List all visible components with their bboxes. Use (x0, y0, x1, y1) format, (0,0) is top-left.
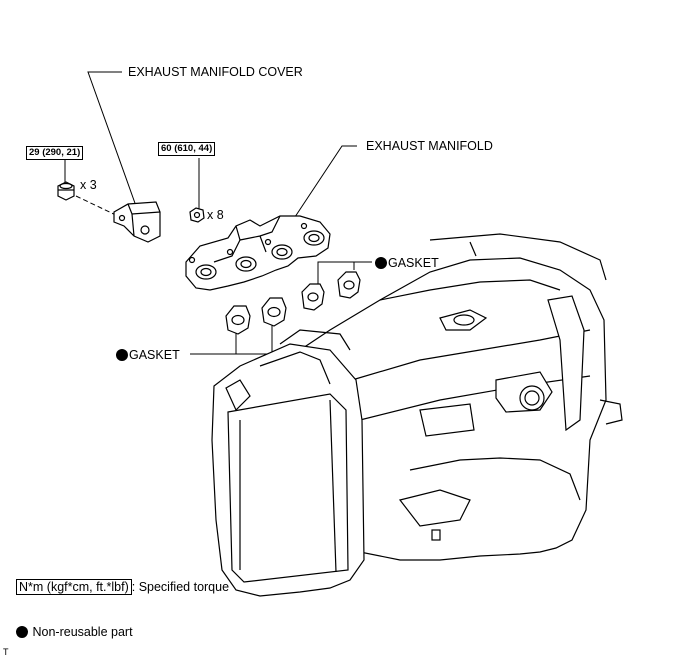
cover-bolt-quantity: x 3 (80, 178, 97, 192)
gasket-right-callout: GASKET (375, 256, 439, 270)
manifold-nut (189, 207, 205, 223)
cover-bolt-torque-spec: 29 (290, 21) (26, 146, 84, 160)
non-reusable-dot-icon (16, 626, 28, 638)
leader-lines (64, 71, 372, 355)
torque-legend: N*m (kgf*cm, ft.*lbf): Specified torque (16, 579, 230, 595)
gasket-left-callout: GASKET (116, 348, 180, 362)
gasket-left-pair (225, 297, 287, 335)
radiator (211, 329, 365, 597)
engine-assembly (299, 233, 623, 561)
manifold-nut-torque-spec: 60 (610, 44) (158, 142, 216, 156)
nonreusable-legend: Non-reusable part (16, 625, 133, 639)
exhaust-manifold-cover (113, 201, 161, 243)
gasket-right-pair (301, 271, 361, 311)
nonreusable-legend-text: Non-reusable part (32, 625, 133, 639)
manifold-nut-quantity: x 8 (207, 208, 224, 222)
exhaust-manifold-cover-label: EXHAUST MANIFOLD COVER (128, 65, 303, 79)
exhaust-manifold-label: EXHAUST MANIFOLD (366, 139, 493, 153)
non-reusable-dot-icon (375, 257, 387, 269)
gasket-right-label: GASKET (388, 256, 439, 270)
exhaust-manifold (185, 215, 331, 291)
torque-legend-text: : Specified torque (131, 580, 230, 594)
gasket-left-label: GASKET (129, 348, 180, 362)
torque-legend-box: N*m (kgf*cm, ft.*lbf) (16, 579, 132, 595)
corner-mark: T (3, 647, 9, 657)
non-reusable-dot-icon (116, 349, 128, 361)
cover-bolt (57, 181, 75, 201)
